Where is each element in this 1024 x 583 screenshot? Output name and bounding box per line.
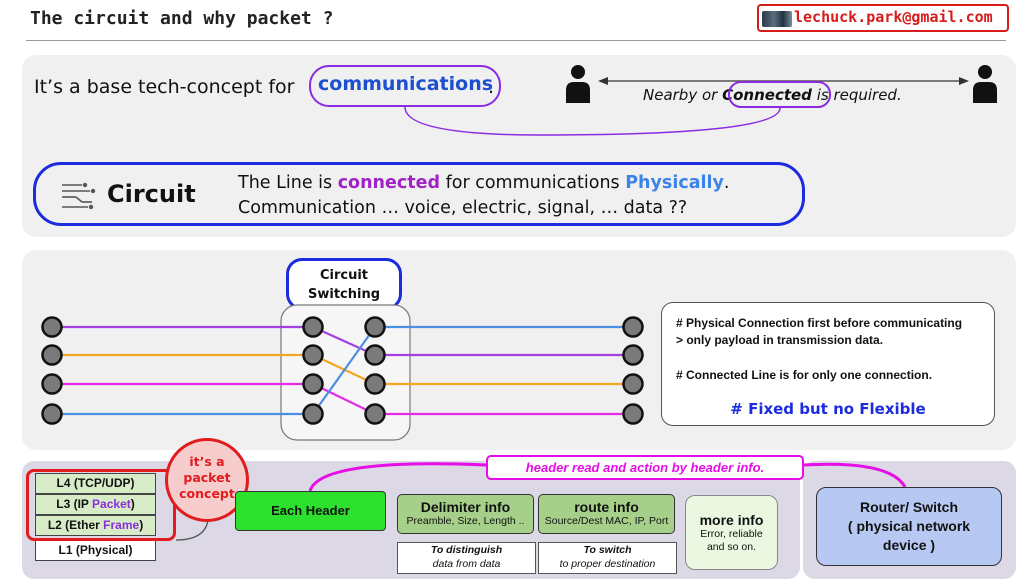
layer-l3-prefix: L3 (IP xyxy=(56,497,93,511)
layer-l2-suffix: ) xyxy=(139,518,144,532)
note-line1: # Physical Connection first before commu… xyxy=(676,316,963,330)
header-arc xyxy=(308,462,487,492)
route-note-sub: to proper destination xyxy=(559,558,656,570)
delimiter-title: Delimiter info xyxy=(420,499,511,515)
people-connection-svg xyxy=(404,65,997,136)
layer-l3: L3 (IP Packet) xyxy=(35,494,156,515)
delimiter-sub: Preamble, Size, Length .. xyxy=(406,515,525,527)
circuit-line1-end: . xyxy=(723,173,730,193)
page-title: The circuit and why packet ? xyxy=(30,8,334,29)
circuit-board-icon xyxy=(62,182,96,210)
route-note: To switch to proper destination xyxy=(538,542,677,574)
router-switch-box: Router/ Switch ( physical network device… xyxy=(816,487,1002,566)
connected-word: Connected xyxy=(722,86,812,104)
node-left-3 xyxy=(41,373,63,395)
header-read-banner: header read and action by header info. xyxy=(486,455,804,480)
router-line1: Router/ Switch xyxy=(859,499,958,515)
circuit-line1-a: The Line is xyxy=(238,173,338,193)
switch-matrix-frame xyxy=(280,304,411,441)
note-line3: # Connected Line is for only one connect… xyxy=(676,368,933,382)
concept-suffix: . xyxy=(488,76,495,98)
cross-magenta xyxy=(312,383,376,415)
router-line2: ( physical network xyxy=(847,518,971,534)
layer-l2-prefix: L2 (Ether xyxy=(47,518,104,532)
email-text: lechuck.park@gmail.com xyxy=(794,8,993,26)
note-line2: > only payload in transmission data. xyxy=(676,333,884,347)
person-right-icon xyxy=(973,65,997,103)
node-switch-b4 xyxy=(364,403,386,425)
cross-blue xyxy=(312,326,376,415)
more-info-box: more info Error, reliable and so on. xyxy=(685,495,778,570)
more-info-sub: Error, reliable and so on. xyxy=(700,528,763,553)
concept-prefix: It’s a base tech-concept for xyxy=(34,76,295,98)
communications-connector-curve xyxy=(404,106,781,136)
email-badge: lechuck.park@gmail.com xyxy=(757,4,1009,32)
route-sub: Source/Dest MAC, IP, Port xyxy=(544,515,669,527)
author-avatar xyxy=(762,11,792,27)
each-header-box: Each Header xyxy=(235,491,386,531)
circuit-label: Circuit xyxy=(107,180,196,208)
circuit-line1-b: for communications xyxy=(440,173,626,193)
cross-purple xyxy=(312,325,376,357)
node-switch-a3 xyxy=(302,373,324,395)
node-right-4 xyxy=(622,403,644,425)
node-switch-a2 xyxy=(302,344,324,366)
title-divider xyxy=(26,40,1006,41)
router-line3: device ) xyxy=(882,537,936,553)
node-switch-b2 xyxy=(364,344,386,366)
communications-highlight-oval xyxy=(309,65,501,107)
route-title: route info xyxy=(574,499,639,515)
route-note-title: To switch xyxy=(583,544,632,556)
more-info-title: more info xyxy=(699,512,764,528)
circuit-definition-line2: Communication … voice, electric, signal,… xyxy=(238,198,688,218)
delimiter-note-sub: data from data xyxy=(432,558,501,570)
node-right-1 xyxy=(622,316,644,338)
circuit-definition-box xyxy=(33,162,805,226)
circuit-definition-line1: The Line is connected for communications… xyxy=(238,173,730,193)
connected-highlight-oval xyxy=(728,81,831,108)
layer-l2: L2 (Ether Frame) xyxy=(35,515,156,536)
node-right-2 xyxy=(622,344,644,366)
communications-word: communications xyxy=(318,73,494,95)
delimiter-note-title: To distinguish xyxy=(430,544,503,556)
node-switch-a4 xyxy=(302,403,324,425)
node-left-4 xyxy=(41,403,63,425)
layer-l4: L4 (TCP/UDP) xyxy=(35,473,156,494)
router-arc xyxy=(803,462,907,488)
circuit-notes-box: # Physical Connection first before commu… xyxy=(661,302,995,426)
nearby-suffix: is required. xyxy=(811,86,902,104)
packet-word: Packet xyxy=(92,497,131,511)
nearby-sentence: Nearby or Connected is required. xyxy=(643,86,902,104)
note-fixed: # Fixed but no Flexible xyxy=(730,400,926,418)
node-switch-b3 xyxy=(364,373,386,395)
nearby-prefix: Nearby or xyxy=(643,86,723,104)
node-switch-a1 xyxy=(302,316,324,338)
frame-word: Frame xyxy=(103,518,140,532)
circuit-switching-label: Circuit Switching xyxy=(286,258,402,310)
person-left-icon xyxy=(566,65,590,103)
node-right-3 xyxy=(622,373,644,395)
node-left-2 xyxy=(41,344,63,366)
delimiter-note: To distinguish data from data xyxy=(397,542,536,574)
node-left-1 xyxy=(41,316,63,338)
physically-keyword: Physically xyxy=(625,173,724,193)
concept-sentence: It’s a base tech-concept for xyxy=(34,76,294,98)
delimiter-info-box: Delimiter info Preamble, Size, Length .. xyxy=(397,494,534,534)
route-info-box: route info Source/Dest MAC, IP, Port xyxy=(538,494,675,534)
switching-diagram-svg xyxy=(41,304,644,441)
connected-keyword: connected xyxy=(337,173,441,193)
node-switch-b1 xyxy=(364,316,386,338)
layer-l3-suffix: ) xyxy=(130,497,135,511)
